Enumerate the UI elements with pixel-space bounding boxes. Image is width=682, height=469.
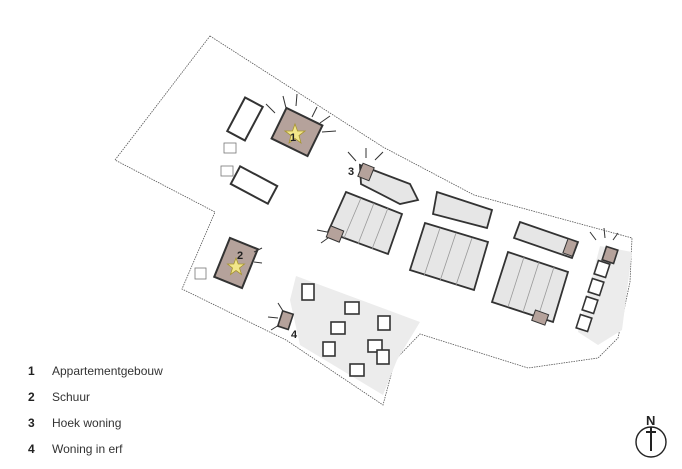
star-marker-2 (226, 256, 246, 276)
legend-item: 2 Schuur (28, 384, 288, 410)
east-row (575, 227, 619, 333)
star-marker-1 (283, 122, 307, 145)
terrace-row-a (316, 148, 420, 256)
legend-item: 4 Woning in erf (28, 436, 288, 462)
courtyard-area (290, 276, 420, 395)
ray-lines-1 (265, 93, 337, 133)
legend-number: 4 (28, 442, 35, 456)
courtyard-house (276, 309, 295, 331)
legend: 1 Appartementgebouw 2 Schuur 3 Hoek woni… (28, 358, 288, 462)
legend-label: Appartementgebouw (52, 364, 163, 378)
building-west-1 (225, 96, 265, 142)
marker-label-4: 4 (291, 329, 298, 341)
legend-label: Hoek woning (52, 416, 122, 430)
marker-label-2: 2 (237, 250, 243, 262)
legend-number: 2 (28, 390, 35, 404)
building-west-4 (229, 164, 279, 206)
marker-label-3: 3 (348, 166, 354, 178)
building-west-3 (220, 165, 234, 177)
building-west-2 (223, 142, 237, 154)
legend-number: 1 (28, 364, 35, 378)
north-arrow: N (635, 413, 667, 458)
legend-label: Woning in erf (52, 442, 123, 456)
ray-lines-4 (267, 302, 284, 331)
building-west-5 (194, 267, 207, 280)
north-label: N (646, 413, 655, 428)
legend-number: 3 (28, 416, 35, 430)
legend-item: 1 Appartementgebouw (28, 358, 288, 384)
legend-item: 3 Hoek woning (28, 410, 288, 436)
legend-label: Schuur (52, 390, 91, 404)
site-boundary (114, 35, 633, 406)
marker-label-1: 1 (290, 132, 296, 144)
ray-lines-2 (253, 247, 263, 264)
terrace-row-b (408, 190, 494, 292)
terrace-row-c (490, 220, 580, 326)
courtyard-buildings (301, 283, 391, 377)
